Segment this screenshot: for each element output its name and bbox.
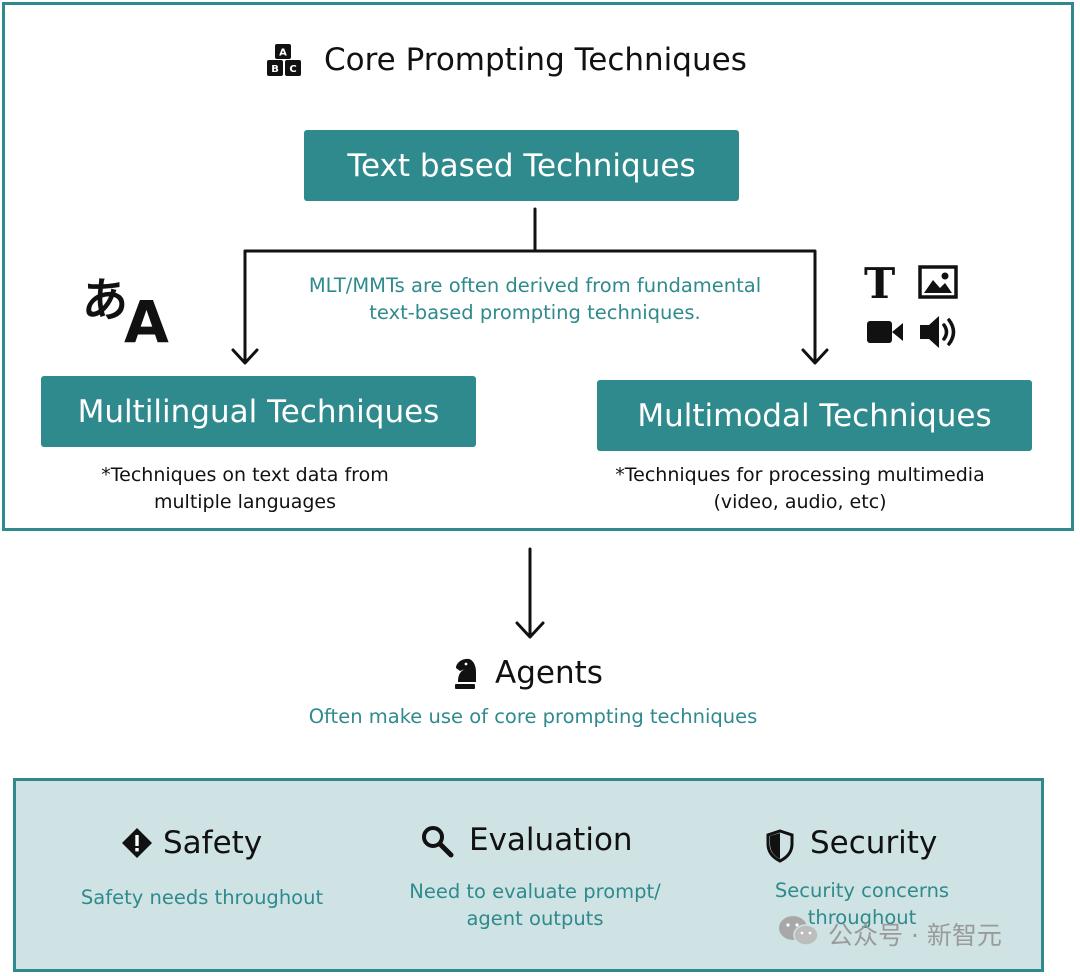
- magnifier-icon: [422, 826, 454, 858]
- safety-title: Safety: [163, 825, 263, 861]
- right-arrowhead: [801, 348, 829, 365]
- speaker-icon: [920, 316, 956, 348]
- abc-letter-c: C: [289, 64, 296, 75]
- multilingual-note-line2: multiple languages: [154, 491, 336, 513]
- translate-icon-glyph-a: あ: [82, 273, 128, 327]
- multimodal-note: *Techniques for processing multimedia (v…: [575, 462, 1025, 516]
- warning-diamond-icon: [122, 828, 152, 858]
- multilingual-label: Multilingual Techniques: [77, 393, 440, 430]
- abc-letter-a: A: [279, 48, 287, 59]
- translate-icon: あ A: [82, 264, 174, 356]
- agents-title: Agents: [495, 655, 603, 691]
- safety-description: Safety needs throughout: [42, 884, 362, 911]
- security-title: Security: [810, 825, 938, 861]
- text-type-icon: T: [864, 259, 896, 308]
- watermark-text: 公众号 · 新智元: [828, 921, 1002, 950]
- evaluation-description: Need to evaluate prompt/ agent outputs: [375, 878, 695, 932]
- video-camera-icon: [867, 321, 903, 343]
- multilingual-note-line1: *Techniques on text data from: [101, 464, 389, 486]
- left-arrowhead: [231, 348, 259, 365]
- multilingual-note: *Techniques on text data from multiple l…: [30, 462, 460, 516]
- abc-blocks-icon: A B C: [267, 44, 301, 76]
- derived-note-line1: MLT/MMTs are often derived from fundamen…: [308, 274, 762, 297]
- translate-icon-glyph-b: A: [124, 288, 169, 356]
- security-description: Security concerns throughout: [702, 877, 1022, 931]
- evaluation-description-line1: Need to evaluate prompt/: [409, 880, 661, 903]
- multimodal-box: Multimodal Techniques: [597, 380, 1032, 451]
- multimodal-note-line2: (video, audio, etc): [713, 491, 887, 513]
- multimodal-label: Multimodal Techniques: [637, 397, 992, 434]
- security-description-line1: Security concerns: [774, 879, 950, 902]
- security-description-line2: throughout: [807, 906, 917, 929]
- evaluation-description-line2: agent outputs: [466, 907, 604, 930]
- page-title: Core Prompting Techniques: [324, 42, 747, 78]
- text-based-box: Text based Techniques: [304, 130, 739, 201]
- abc-letter-b: B: [271, 64, 279, 75]
- derived-note-line2: text-based prompting techniques.: [369, 301, 701, 324]
- multilingual-box: Multilingual Techniques: [41, 376, 476, 447]
- branch-line: [243, 249, 817, 364]
- image-icon: [918, 265, 958, 299]
- safety-description-line1: Safety needs throughout: [80, 886, 324, 909]
- down-arrowhead: [515, 621, 545, 639]
- core-techniques-frame: [2, 2, 1074, 531]
- derived-note: MLT/MMTs are often derived from fundamen…: [250, 272, 820, 326]
- wechat-icon: [779, 916, 819, 946]
- chess-knight-icon: [455, 658, 476, 689]
- agents-subtitle: Often make use of core prompting techniq…: [308, 705, 758, 728]
- pillars-panel: [13, 778, 1044, 972]
- text-based-label: Text based Techniques: [347, 147, 696, 184]
- evaluation-title: Evaluation: [469, 822, 633, 858]
- shield-icon: [766, 829, 794, 863]
- multimodal-note-line1: *Techniques for processing multimedia: [615, 464, 985, 486]
